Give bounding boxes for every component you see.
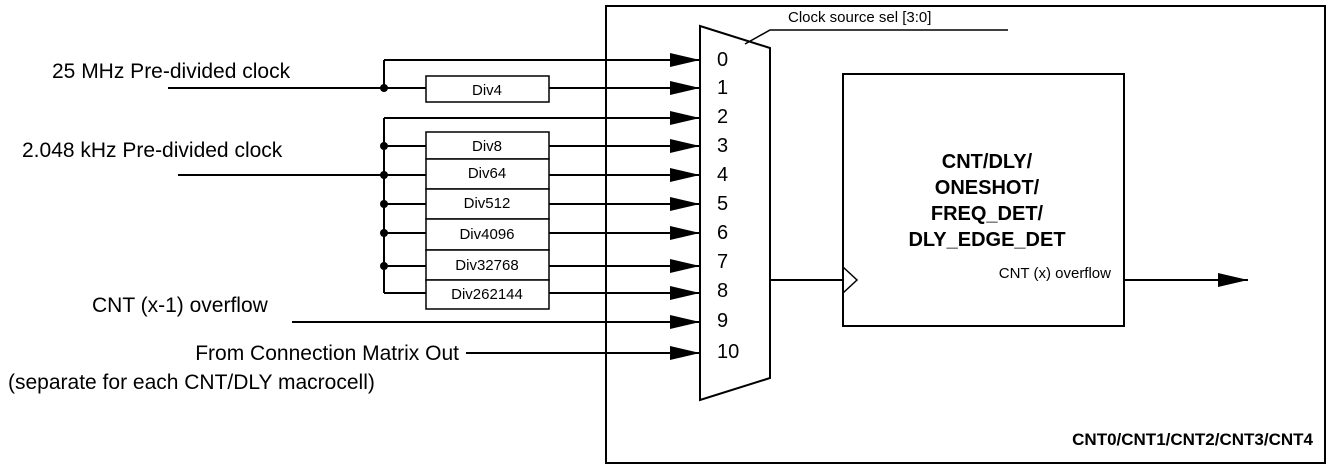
input-label-prev-overflow: CNT (x-1) overflow (92, 294, 269, 317)
input-label-conn-matrix-note: (separate for each CNT/DLY macrocell) (8, 371, 375, 394)
core-output-label: CNT (x) overflow (999, 265, 1111, 282)
input-label-25mhz: 25 MHz Pre-divided clock (52, 60, 291, 83)
divider-box-div4 (425, 75, 550, 103)
divider-box-div4096 (425, 218, 550, 251)
core-title-line-1: CNT/DLY/ (942, 151, 1033, 173)
core-title-line-3: FREQ_DET/ (931, 203, 1044, 225)
mux-input-10: 10 (717, 341, 739, 363)
input-label-conn-matrix: From Connection Matrix Out (195, 342, 459, 365)
divider-label-div8: Div8 (472, 138, 502, 155)
input-label-2048khz: 2.048 kHz Pre-divided clock (22, 139, 283, 162)
divider-label-div262144: Div262144 (451, 286, 523, 303)
divider-label-div4096: Div4096 (459, 226, 514, 243)
mux-input-4: 4 (717, 164, 728, 186)
divider-boxes: Div4 Div8 Div64 Div512 Div4096 Div32768 … (425, 75, 550, 310)
mux-input-7: 7 (717, 251, 728, 273)
mux-input-8: 8 (717, 280, 728, 302)
mux-input-9: 9 (717, 310, 728, 332)
divider-label-div64: Div64 (468, 165, 506, 182)
mux-input-2: 2 (717, 106, 728, 128)
mux-input-3: 3 (717, 135, 728, 157)
divider-box-div64 (425, 158, 550, 190)
macrocell-label: CNT0/CNT1/CNT2/CNT3/CNT4 (1072, 430, 1313, 449)
clock-source-sel-line (744, 29, 1008, 45)
core-block (842, 73, 1125, 327)
mux-input-6: 6 (717, 222, 728, 244)
divider-box-div32768 (425, 249, 550, 281)
mux-input-1: 1 (717, 77, 728, 99)
divider-label-div512: Div512 (464, 195, 511, 212)
clock-mux (699, 24, 771, 402)
divider-label-div4: Div4 (472, 82, 502, 99)
mux-input-5: 5 (717, 193, 728, 215)
clock-source-sel-label: Clock source sel [3:0] (788, 9, 931, 26)
mux-input-0: 0 (717, 49, 728, 71)
divider-box-div262144 (425, 279, 550, 310)
divider-label-div32768: Div32768 (455, 257, 518, 274)
core-block-title: CNT/DLY/ ONESHOT/ FREQ_DET/ DLY_EDGE_DET (908, 151, 1065, 251)
macrocell-frame (605, 5, 1326, 464)
core-title-line-2: ONESHOT/ (935, 177, 1040, 199)
wires-25mhz (168, 53, 700, 95)
mux-input-numbers: 0 1 2 3 4 5 6 7 8 9 10 (717, 49, 739, 363)
wires-2048khz (178, 111, 700, 300)
core-title-line-4: DLY_EDGE_DET (908, 229, 1065, 251)
divider-box-div8 (425, 131, 550, 160)
clock-input-triangle (842, 266, 859, 294)
